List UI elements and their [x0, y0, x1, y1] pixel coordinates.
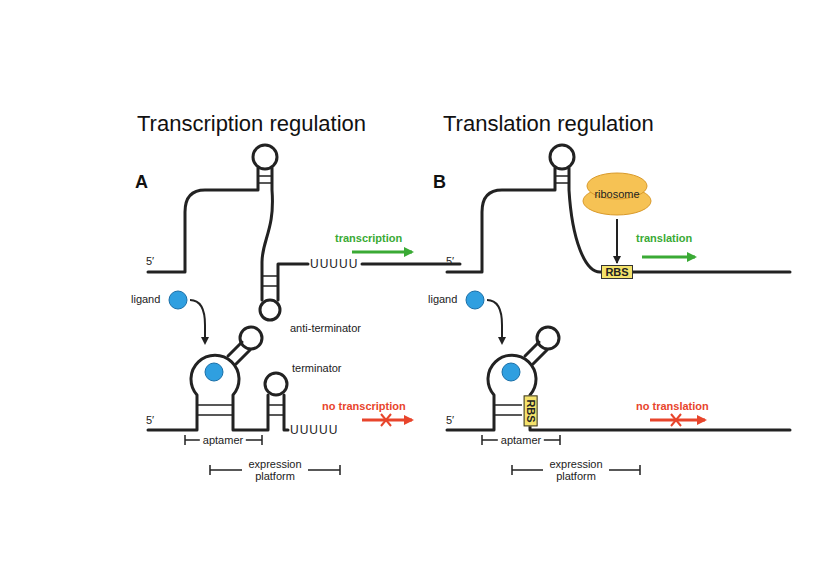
text-label: 5′: [146, 255, 154, 268]
text-label: aptamer: [200, 434, 246, 447]
rna-strand: [362, 263, 460, 266]
text-label: Transcription regulation: [137, 117, 366, 130]
text-label: ligand: [428, 293, 457, 306]
ligand-symbol: [205, 363, 223, 381]
anti-terminator-loop: [260, 300, 280, 320]
text-label: translation: [636, 232, 692, 245]
rna-strand: [284, 395, 288, 430]
binding-arrow: [487, 300, 502, 343]
terminator-loop: [265, 373, 287, 395]
rna-strand: [148, 355, 268, 430]
text-label: ligand: [131, 293, 160, 306]
hairpin-loop: [240, 327, 262, 349]
text-label: no transcription: [322, 400, 406, 413]
base-pairs: [197, 176, 569, 415]
ligand-symbol: [169, 291, 187, 309]
on-arrow: [352, 251, 412, 254]
cross-mark: [671, 414, 681, 426]
text-label: no translation: [636, 400, 709, 413]
text-label: 5′: [446, 255, 454, 268]
rna-strand: [447, 355, 790, 430]
cross-mark: [381, 414, 391, 426]
rna-strand: [447, 168, 555, 272]
text-label: anti-terminator: [290, 322, 361, 335]
hairpin-loop: [253, 145, 277, 169]
rna-strand: [569, 168, 790, 272]
rbs-box: RBS: [524, 395, 538, 426]
text-label: aptamer: [498, 434, 544, 447]
hairpin-loop: [550, 145, 574, 169]
rna-strand: [262, 168, 272, 300]
text-label: 5′: [446, 414, 454, 427]
text-label: UUUUU: [310, 258, 358, 271]
hairpin-stem: [228, 342, 250, 364]
text-label: expression platform: [242, 458, 308, 482]
ligand-symbol: [466, 291, 484, 309]
rna-strand: [148, 168, 258, 272]
node-text: RBS: [605, 266, 628, 278]
on-arrow: [642, 256, 695, 259]
text-label: A: [135, 176, 148, 189]
binding-arrow: [616, 219, 618, 263]
rna-strand: [278, 264, 308, 300]
binding-arrow: [190, 300, 205, 343]
text-label: Translation regulation: [443, 117, 654, 130]
hairpin-stem: [525, 342, 547, 364]
text-label: UUUUU: [290, 424, 338, 437]
text-label: terminator: [292, 362, 342, 375]
ribosome-shape: ribosome: [581, 171, 653, 217]
text-label: B: [433, 176, 446, 189]
text-label: expression platform: [543, 458, 609, 482]
ligand-symbol: [502, 363, 520, 381]
node-text: RBS: [525, 399, 537, 422]
hairpin-loop: [537, 327, 559, 349]
rbs-box: RBS: [601, 265, 632, 279]
node-text: ribosome: [594, 188, 639, 200]
text-label: 5′: [146, 414, 154, 427]
text-label: transcription: [335, 232, 402, 245]
